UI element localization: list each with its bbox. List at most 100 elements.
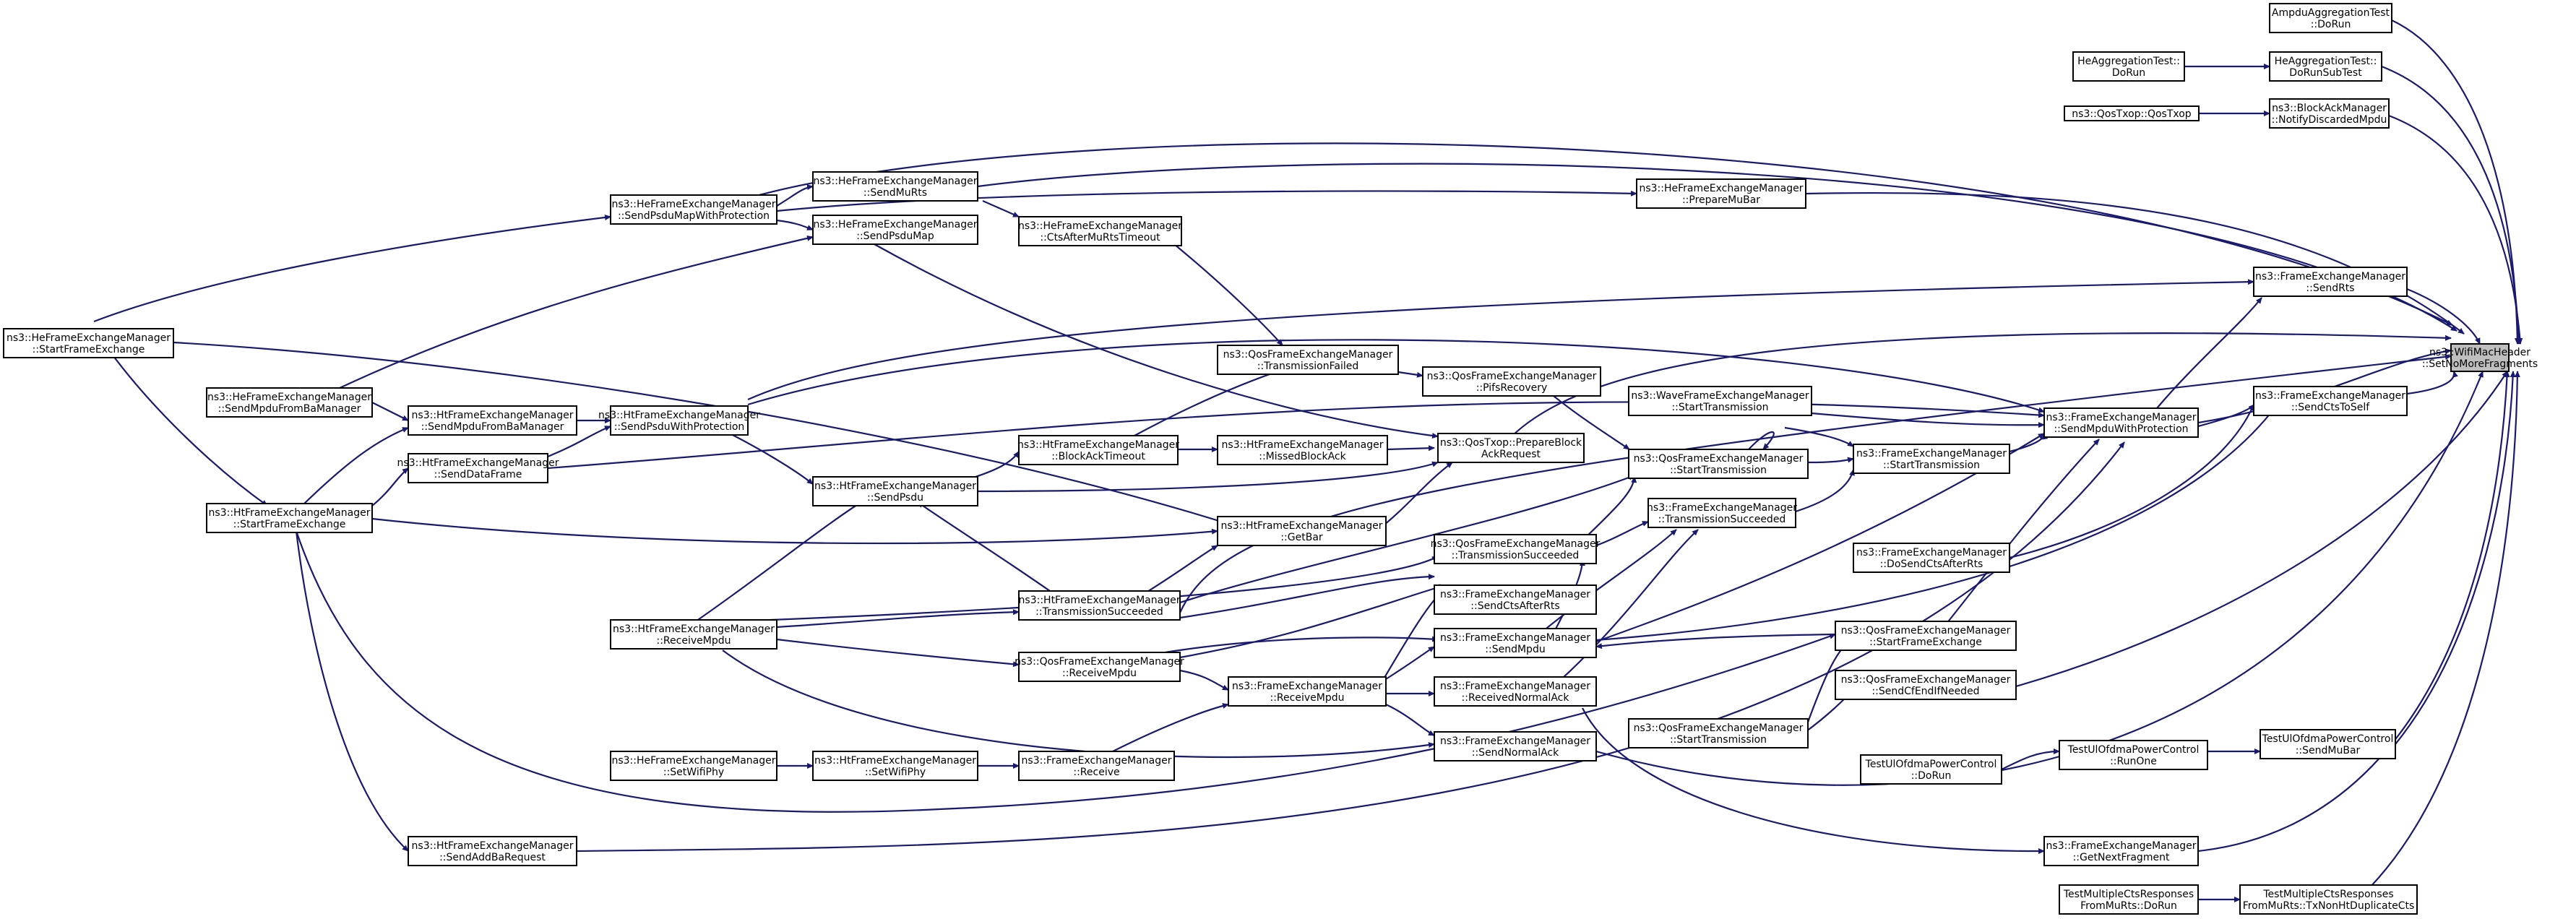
node-qos-starttx2[interactable]: ns3::QosFrameExchangeManager::StartTrans… xyxy=(1628,718,1809,748)
edge-qos-startfe-to-sendmpduprot xyxy=(1943,439,2100,628)
node-he-sendmpdufromba[interactable]: ns3::HeFrameExchangeManager::SendMpduFro… xyxy=(206,387,373,418)
node-label-line: ns3::QosTxop::QosTxop xyxy=(2072,108,2192,120)
node-label-line: ns3::FrameExchangeManager xyxy=(2046,412,2197,423)
node-ht-blockacktimeout[interactable]: ns3::HtFrameExchangeManager::BlockAckTim… xyxy=(1017,435,1179,465)
edge-qostxop-prepare-to-target xyxy=(1511,332,2452,437)
edge-sendrts-to-target xyxy=(2406,288,2481,345)
node-label-line: ::GetBar xyxy=(1280,532,1323,543)
edge-ul-dorun-to-runone xyxy=(2001,748,2060,770)
node-fem-receivempdu[interactable]: ns3::FrameExchangeManager::ReceiveMpdu xyxy=(1228,676,1387,707)
node-fem-recvnormalack[interactable]: ns3::FrameExchangeManager::ReceivedNorma… xyxy=(1434,676,1597,707)
node-ul-runone[interactable]: TestUlOfdmaPowerControl::RunOne xyxy=(2059,740,2208,770)
node-he-startfe[interactable]: ns3::HeFrameExchangeManager::StartFrameE… xyxy=(3,328,174,358)
node-label-line: ns3::HtFrameExchangeManager xyxy=(1222,439,1384,451)
node-ht-getbar[interactable]: ns3::HtFrameExchangeManager::GetBar xyxy=(1217,516,1387,546)
node-ht-sendpsduprot[interactable]: ns3::HtFrameExchangeManager::SendPsduWit… xyxy=(598,405,760,436)
node-label-line: ::GetNextFragment xyxy=(2073,852,2170,863)
node-label-line: ::SendMpduFromBaManager xyxy=(218,403,361,415)
node-label-line: ns3::FrameExchangeManager xyxy=(1440,589,1590,600)
node-label-line: ns3::HeFrameExchangeManager xyxy=(813,176,977,187)
node-fem-sendmpdu[interactable]: ns3::FrameExchangeManager::SendMpdu xyxy=(1434,628,1597,658)
node-he-setwifiphy[interactable]: ns3::HeFrameExchangeManager::SetWifiPhy xyxy=(610,751,777,781)
node-label-line: ns3::HeFrameExchangeManager xyxy=(7,332,171,344)
node-label-line: FromMuRts::TxNonHtDuplicateCts xyxy=(2243,900,2415,912)
node-box xyxy=(812,215,978,245)
node-ul-sendmubar[interactable]: TestUlOfdmaPowerControl::SendMuBar xyxy=(2260,729,2396,759)
call-edges xyxy=(93,20,2523,902)
edge-qos-receivempdu-to-fem-sendctsafter xyxy=(1179,584,1446,659)
node-heagg-sub[interactable]: HeAggregationTest::DoRunSubTest xyxy=(2269,51,2382,82)
node-label-line: ::SendNormalAck xyxy=(1472,747,1559,759)
node-qos-sendcfend[interactable]: ns3::QosFrameExchangeManager::SendCfEndI… xyxy=(1835,670,2017,700)
node-box xyxy=(1018,751,1175,781)
node-tmc-txnonht[interactable]: TestMultipleCtsResponsesFromMuRts::TxNon… xyxy=(2239,884,2418,915)
node-label-line: ns3::HtFrameExchangeManager xyxy=(1221,520,1383,532)
node-qos-startfe[interactable]: ns3::QosFrameExchangeManager::StartFrame… xyxy=(1835,621,2017,651)
node-ht-sendaddba[interactable]: ns3::HtFrameExchangeManager::SendAddBaRe… xyxy=(408,836,577,866)
node-qos-starttx1[interactable]: ns3::QosFrameExchangeManager::StartTrans… xyxy=(1628,449,1809,479)
node-preparemubar[interactable]: ns3::HeFrameExchangeManager::PrepareMuBa… xyxy=(1636,178,1806,209)
node-label-line: ns3::FrameExchangeManager xyxy=(1856,448,2007,460)
node-sendmpduprot[interactable]: ns3::FrameExchangeManager::SendMpduWithP… xyxy=(2043,407,2199,438)
node-fem-starttx[interactable]: ns3::FrameExchangeManager::StartTransmis… xyxy=(1853,444,2010,474)
node-ht-setwifiphy[interactable]: ns3::HtFrameExchangeManager::SetWifiPhy xyxy=(812,751,978,781)
node-box xyxy=(1434,676,1597,707)
node-sendpsdumap[interactable]: ns3::HeFrameExchangeManager::SendPsduMap xyxy=(812,215,978,245)
node-label-line: TestUlOfdmaPowerControl xyxy=(2262,733,2394,745)
node-qos-txsucc[interactable]: ns3::QosFrameExchangeManager::Transmissi… xyxy=(1431,534,1601,564)
node-label-line: ns3::QosFrameExchangeManager xyxy=(1841,674,2011,686)
node-ul-dorun[interactable]: TestUlOfdmaPowerControl::DoRun xyxy=(1860,754,2002,785)
node-ht-missedblockack[interactable]: ns3::HtFrameExchangeManager::MissedBlock… xyxy=(1217,435,1388,465)
node-ht-senddataframe[interactable]: ns3::HtFrameExchangeManager::SendDataFra… xyxy=(397,453,559,483)
node-box xyxy=(610,405,749,436)
node-label-line: ::NotifyDiscardedMpdu xyxy=(2272,114,2387,126)
node-qos-receivempdu[interactable]: ns3::QosFrameExchangeManager::ReceiveMpd… xyxy=(1015,652,1184,682)
node-sendpsdumapprot[interactable]: ns3::HeFrameExchangeManager::SendPsduMap… xyxy=(610,194,777,225)
node-ht-receivempdu[interactable]: ns3::HtFrameExchangeManager::ReceiveMpdu xyxy=(610,619,777,650)
node-ampdu[interactable]: AmpduAggregationTest::DoRun xyxy=(2269,3,2392,33)
node-label-line: ::SendPsduMapWithProtection xyxy=(618,210,770,222)
node-sendmurts[interactable]: ns3::HeFrameExchangeManager::SendMuRts xyxy=(812,171,978,202)
node-heagg-run[interactable]: HeAggregationTest::DoRun xyxy=(2072,51,2185,82)
node-label-line: ns3::HtFrameExchangeManager xyxy=(1017,439,1179,451)
node-label-line: ns3::HtFrameExchangeManager xyxy=(613,624,775,635)
node-ctsaftermurts[interactable]: ns3::HeFrameExchangeManager::CtsAfterMuR… xyxy=(1018,216,1182,246)
node-label-line: HeAggregationTest:: xyxy=(2275,56,2377,67)
node-fem-txsucc[interactable]: ns3::FrameExchangeManager::TransmissionS… xyxy=(1647,498,1797,528)
node-notifydisc[interactable]: ns3::BlockAckManager::NotifyDiscardedMpd… xyxy=(2269,98,2390,129)
edge-fem-sendmpdu-to-sendmpduprot xyxy=(1595,433,2045,643)
node-label-line: ns3::FrameExchangeManager xyxy=(1856,547,2007,558)
node-txfailed[interactable]: ns3::QosFrameExchangeManager::Transmissi… xyxy=(1217,345,1399,375)
node-qostxop[interactable]: ns3::QosTxop::QosTxop xyxy=(2064,105,2200,121)
node-box xyxy=(1422,366,1601,397)
node-ht-sendmpdufromba[interactable]: ns3::HtFrameExchangeManager::SendMpduFro… xyxy=(408,405,577,436)
node-box xyxy=(2059,884,2199,915)
node-fem-docts[interactable]: ns3::FrameExchangeManager::DoSendCtsAfte… xyxy=(1853,543,2010,573)
node-label-line: ns3::HtFrameExchangeManager xyxy=(598,410,760,421)
node-label-line: ns3::HtFrameExchangeManager xyxy=(814,755,976,767)
edge-qos-receivempdu-to-fem-receivempdu xyxy=(1179,669,1229,691)
node-fem-getnextfrag[interactable]: ns3::FrameExchangeManager::GetNextFragme… xyxy=(2043,836,2199,866)
node-label-line: ::StartFrameExchange xyxy=(33,344,145,355)
node-label-line: ::ReceivedNormalAck xyxy=(1462,692,1570,704)
node-label-line: ::ReceiveMpdu xyxy=(657,635,731,647)
node-label-line: HeAggregationTest:: xyxy=(2077,56,2180,67)
node-box xyxy=(1853,543,2010,573)
node-sendctstoself[interactable]: ns3::FrameExchangeManager::SendCtsToSelf xyxy=(2253,386,2408,416)
node-fem-sendnormalack[interactable]: ns3::FrameExchangeManager::SendNormalAck xyxy=(1434,731,1597,761)
node-fem-sendctsafter[interactable]: ns3::FrameExchangeManager::SendCtsAfterR… xyxy=(1434,584,1597,615)
node-fem-receive[interactable]: ns3::FrameExchangeManager::Receive xyxy=(1018,751,1175,781)
node-target[interactable]: ns3::WifiMacHeader::SetNoMoreFragments xyxy=(2422,343,2538,372)
node-wave-starttx[interactable]: ns3::WaveFrameExchangeManager::StartTran… xyxy=(1628,386,1812,416)
node-ht-startfe[interactable]: ns3::HtFrameExchangeManager::StartFrameE… xyxy=(206,503,373,533)
node-sendrts[interactable]: ns3::FrameExchangeManager::SendRts xyxy=(2253,267,2408,297)
node-pifs[interactable]: ns3::QosFrameExchangeManager::PifsRecove… xyxy=(1422,366,1601,397)
node-label-line: AckRequest xyxy=(1481,449,1541,460)
node-ht-txsucc[interactable]: ns3::HtFrameExchangeManager::Transmissio… xyxy=(1018,590,1181,621)
node-box xyxy=(1018,590,1181,621)
node-label-line: ns3::HtFrameExchangeManager xyxy=(814,480,976,492)
edge-fem-receive-to-fem-receivempdu xyxy=(1112,703,1229,752)
node-ht-sendpsdu[interactable]: ns3::HtFrameExchangeManager::SendPsdu xyxy=(812,476,978,506)
